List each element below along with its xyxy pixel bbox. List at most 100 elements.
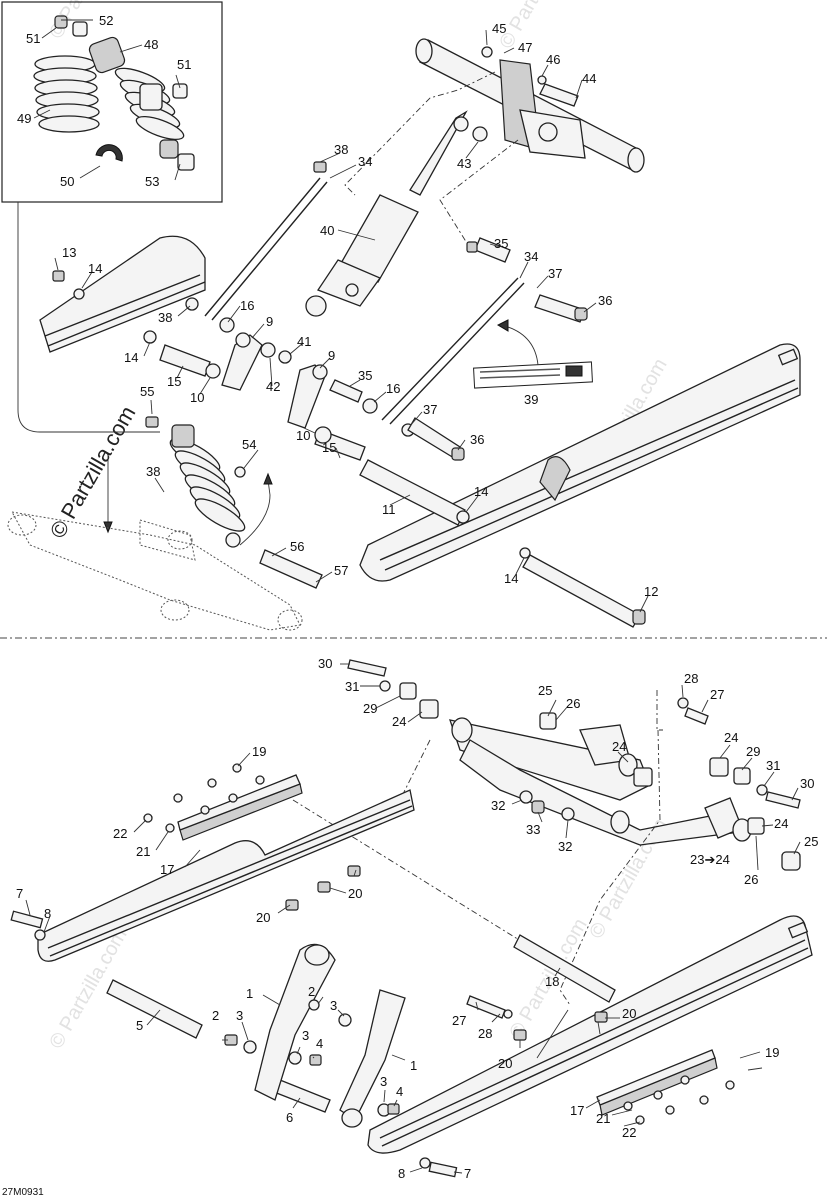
callout-label: 3 <box>236 1008 243 1023</box>
callout-label: 14 <box>88 261 102 276</box>
callout-label: 9 <box>328 348 335 363</box>
callout-label: 38 <box>158 310 172 325</box>
callout-label: 10 <box>190 390 204 405</box>
link-rod <box>211 181 328 321</box>
callout-label: 48 <box>144 37 158 52</box>
leader-lines <box>25 19 801 1174</box>
bushing-part <box>172 83 188 99</box>
callout-label: 26 <box>744 872 758 887</box>
callout-label: 27 <box>710 687 724 702</box>
callout-label: 28 <box>684 671 698 686</box>
callout-label: 36 <box>470 432 484 447</box>
callout-label: 7 <box>16 886 23 901</box>
watermark: © Partzilla.com <box>45 402 141 543</box>
callout-label: 34 <box>524 249 538 264</box>
callout-label: 35 <box>358 368 372 383</box>
callout-label: 1 <box>246 986 253 1001</box>
arrow-head <box>496 319 509 332</box>
watermark: © Partzilla.com <box>495 0 581 53</box>
callout-label: 49 <box>17 111 31 126</box>
callout-label: 40 <box>320 223 334 238</box>
callout-label: 19 <box>252 744 266 759</box>
callout-label: 20 <box>622 1006 636 1021</box>
shock-spring-inset <box>1 1 223 203</box>
callout-label: 52 <box>99 13 113 28</box>
callout-label: 30 <box>318 656 332 671</box>
callout-label: 18 <box>545 974 559 989</box>
callout-label: 37 <box>423 402 437 417</box>
lower-bolts <box>143 763 735 1125</box>
callout-label: 8 <box>44 906 51 921</box>
callout-label: 38 <box>334 142 348 157</box>
alignment-line <box>344 71 496 196</box>
link-rod <box>381 277 519 421</box>
callout-label: 31 <box>345 679 359 694</box>
shaft-part <box>106 979 203 1039</box>
upper-shock-absorber <box>305 110 469 317</box>
arrow-head <box>263 472 273 485</box>
callout-label: 20 <box>348 886 362 901</box>
callout-label: 44 <box>582 71 596 86</box>
figure-code: 27M0931 <box>2 1187 44 1198</box>
callout-label: 24 <box>724 730 738 745</box>
alignment-line <box>656 690 663 731</box>
callout-label: 54 <box>242 437 256 452</box>
callout-label: 57 <box>334 563 348 578</box>
callout-label: 42 <box>266 379 280 394</box>
callout-label: 11 <box>382 502 396 517</box>
link-rod <box>204 177 321 317</box>
arm-part <box>287 364 326 429</box>
left-slide-rail-upper <box>39 235 206 353</box>
callout-label: 37 <box>548 266 562 281</box>
callout-label: 29 <box>746 744 760 759</box>
callout-label: 33 <box>526 822 540 837</box>
rear-arm-assembly <box>347 659 801 871</box>
decal-arrow <box>504 325 539 366</box>
callout-label: 38 <box>146 464 160 479</box>
callout-label: 53 <box>145 174 159 189</box>
arrow-head <box>103 521 113 534</box>
bushing-part <box>72 21 88 37</box>
callout-label: 50 <box>60 174 74 189</box>
callout-label: 24 <box>612 739 626 754</box>
callout-label: 2 <box>212 1008 219 1023</box>
callout-label: 25 <box>804 834 818 849</box>
callout-label: 15 <box>167 374 181 389</box>
shock-arrow <box>239 479 271 546</box>
shaft-part <box>273 1079 331 1113</box>
shaft-part <box>159 344 211 377</box>
callout-label: 56 <box>290 539 304 554</box>
callout-label: 16 <box>240 298 254 313</box>
right-slide-rail-upper <box>359 343 801 582</box>
callout-label: 32 <box>491 798 505 813</box>
retainer-ring-part <box>95 144 123 162</box>
callout-label: 17 <box>570 1103 584 1118</box>
shaft-part <box>513 934 616 1003</box>
callout-label: 5 <box>136 1018 143 1033</box>
callout-label: 14 <box>124 350 138 365</box>
callout-label: 3 <box>302 1028 309 1043</box>
shaft-part <box>359 459 466 526</box>
callout-label: 22 <box>113 826 127 841</box>
callout-label: 14 <box>474 484 488 499</box>
callout-label: 51 <box>26 31 40 46</box>
front-arm-parts <box>52 46 646 628</box>
callout-label: 4 <box>316 1036 323 1051</box>
inset-connector <box>17 202 160 433</box>
callout-label: 28 <box>478 1026 492 1041</box>
callout-label: 47 <box>518 40 532 55</box>
callout-label: 31 <box>766 758 780 773</box>
callout-label: 3 <box>380 1074 387 1089</box>
callout-labels: 52 51 48 51 49 50 53 45 47 46 44 43 38 3… <box>2 13 818 1198</box>
callout-label: 9 <box>266 314 273 329</box>
callout-label: 6 <box>286 1110 293 1125</box>
shaft-part <box>522 554 641 628</box>
right-slide-rail-lower <box>367 915 813 1178</box>
callout-label: 4 <box>396 1084 403 1099</box>
alignment-line <box>559 729 661 1006</box>
callout-label: 26 <box>566 696 580 711</box>
callout-label: 43 <box>457 156 471 171</box>
callout-label: 55 <box>140 384 154 399</box>
callout-label: 24 <box>774 816 788 831</box>
